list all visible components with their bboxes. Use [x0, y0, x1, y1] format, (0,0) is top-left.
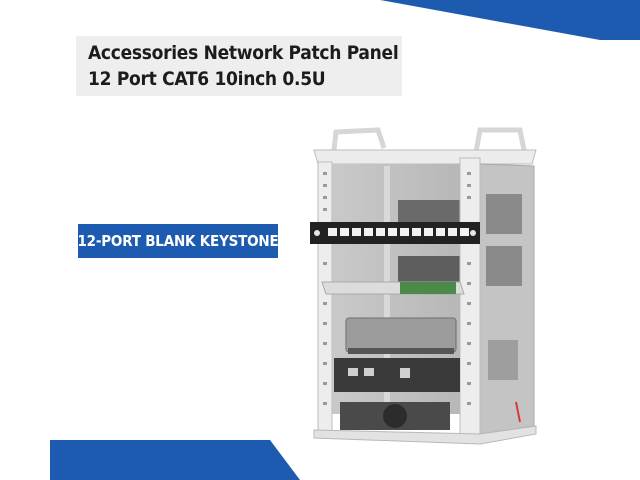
product-title: Accessories Network Patch Panel 12 Port …: [76, 36, 402, 96]
bottom-blue-band: [50, 440, 300, 480]
rack-base: [313, 425, 537, 445]
product-title-line-2: 12 Port CAT6 10inch 0.5U: [88, 68, 326, 90]
patch-panel: [310, 222, 480, 244]
feature-badge-label: 12-PORT BLANK KEYSTONE: [77, 232, 279, 250]
product-title-line-1: Accessories Network Patch Panel: [88, 42, 399, 64]
top-blue-band: [380, 0, 640, 40]
rack-product-image: [310, 127, 537, 445]
rack-handles: [331, 127, 527, 153]
rack-top-plate: [313, 149, 537, 165]
mini-pc: [345, 317, 457, 353]
feature-badge: 12-PORT BLANK KEYSTONE: [77, 224, 279, 258]
